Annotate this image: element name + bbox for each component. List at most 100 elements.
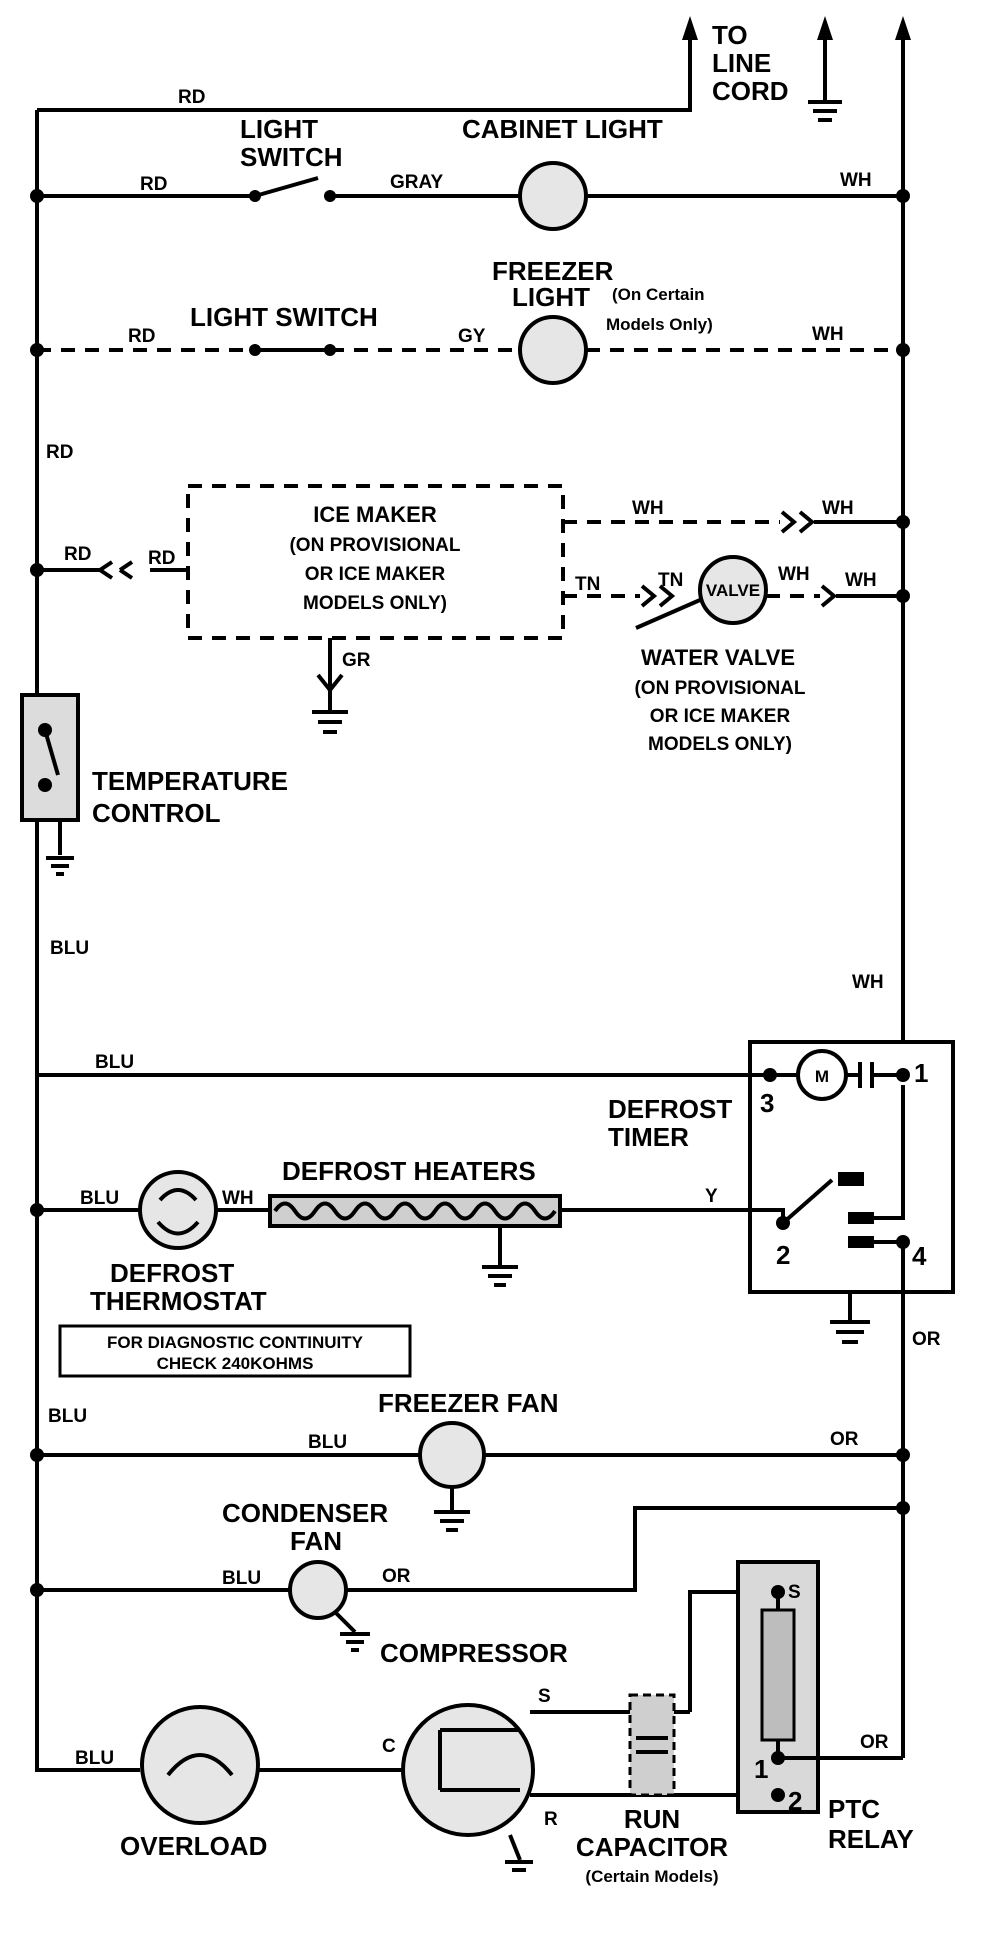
wire-label-wh-6: WH (845, 570, 877, 591)
timer-terminal-3: 3 (760, 1088, 774, 1118)
temperature-control-label-1: TEMPERATURE (92, 766, 288, 796)
wire-label-blu-7: BLU (75, 1748, 114, 1769)
timer-contact-a (838, 1172, 864, 1186)
wire-blu-overload (35, 1590, 140, 1772)
wire-label-gray: GRAY (390, 172, 443, 193)
wire-label-gy: GY (458, 326, 486, 347)
wire-label-blu-3: BLU (80, 1188, 119, 1209)
freezer-fan-label: FREEZER FAN (378, 1388, 559, 1418)
timer-contact-c (848, 1236, 874, 1248)
wire-label-or-4: OR (860, 1732, 889, 1753)
defrost-timer-label-2: TIMER (608, 1122, 689, 1152)
relay-terminal-s: S (788, 1582, 801, 1603)
water-valve-label-1: WATER VALVE (641, 645, 795, 670)
water-valve-label-2: (ON PROVISIONAL (634, 678, 805, 699)
light-switch-label-2: SWITCH (240, 142, 343, 172)
wire-label-or-3: OR (382, 1566, 411, 1587)
wire-label-wh-1: WH (840, 170, 872, 191)
freezer-light-icon (518, 315, 588, 385)
wire-rd-top (37, 30, 692, 112)
wire-label-or-1: OR (912, 1329, 941, 1350)
connector-rd-1 (98, 560, 114, 580)
line-cord-label-1: TO (712, 20, 748, 50)
compressor-ground-wire (508, 1834, 522, 1861)
freezer-fan-ground-icon (434, 1510, 470, 1532)
ice-maker-label-2: (ON PROVISIONAL (289, 535, 460, 556)
defrost-timer-label-1: DEFROST (608, 1094, 732, 1124)
wire-label-tn-1: TN (575, 574, 600, 595)
ice-maker-label-3: OR ICE MAKER (305, 564, 446, 585)
wire-label-wh-2: WH (812, 324, 844, 345)
wire-label-rd-4: RD (64, 544, 91, 565)
defrost-thermostat-label-1: DEFROST (110, 1258, 234, 1288)
diagnostic-note-line-1: FOR DIAGNOSTIC CONTINUITY (107, 1333, 364, 1352)
wire-label-rd-2: RD (128, 326, 155, 347)
line-cord-arrow-1 (682, 16, 698, 40)
timer-terminal-2: 2 (776, 1240, 790, 1270)
overload-label: OVERLOAD (120, 1831, 267, 1861)
temperature-control-contact (43, 729, 60, 776)
ice-maker-ground-icon (312, 710, 348, 734)
line-cord-arrow-3 (895, 16, 911, 40)
timer-ground-icon (830, 1320, 870, 1344)
temperature-control-label-2: CONTROL (92, 798, 221, 828)
connector-wh-1 (780, 510, 816, 534)
water-valve-symbol: VALVE (706, 581, 760, 600)
condenser-fan-ground-icon (340, 1632, 370, 1652)
water-valve-icon (698, 555, 768, 625)
run-capacitor-label-1: RUN (624, 1804, 680, 1834)
freezer-light-label-2: LIGHT (512, 282, 590, 312)
valve-coil-lead (635, 598, 701, 630)
overload-icon (140, 1705, 260, 1825)
compressor-icon (401, 1703, 535, 1837)
defrost-heaters-label: DEFROST HEATERS (282, 1156, 536, 1186)
compressor-label: COMPRESSOR (380, 1638, 568, 1668)
water-valve-label-4: MODELS ONLY) (648, 734, 792, 755)
defrost-thermostat-icon (138, 1170, 218, 1250)
temperature-control-ground-icon (46, 856, 74, 876)
defrost-heater-coil (273, 1201, 557, 1221)
ice-maker-label-1: ICE MAKER (313, 502, 437, 527)
compressor-terminal-c: C (382, 1736, 396, 1757)
timer-switch-blade (781, 1178, 834, 1225)
wire-label-rd-top: RD (178, 87, 205, 108)
run-capacitor-label-2: CAPACITOR (576, 1832, 728, 1862)
wire-or-condenser-fan (346, 1506, 903, 1592)
ice-maker-label-4: MODELS ONLY) (303, 593, 447, 614)
defrost-timer-box (748, 1040, 955, 1294)
connector-tn (640, 584, 676, 608)
wire-label-blu-2: BLU (95, 1052, 134, 1073)
wire-label-blu-6: BLU (222, 1568, 261, 1589)
compressor-terminal-r: R (544, 1809, 558, 1830)
light-switch-label-1: LIGHT (240, 114, 318, 144)
wire-label-blu-1: BLU (50, 938, 89, 959)
timer-terminal-1: 1 (914, 1058, 928, 1088)
light-switch-blade (254, 176, 319, 198)
run-capacitor-label-3: (Certain Models) (585, 1867, 718, 1886)
wire-label-wh-7: WH (852, 972, 884, 993)
wire-label-gr: GR (342, 650, 371, 671)
diagnostic-note-box (58, 1324, 412, 1378)
compressor-ground-icon (505, 1860, 533, 1872)
run-capacitor-plates (636, 1736, 668, 1754)
freezer-light-label-1: FREEZER (492, 256, 614, 286)
timer-contact-b (848, 1212, 874, 1224)
condenser-fan-label-1: CONDENSER (222, 1498, 388, 1528)
compressor-windings (438, 1728, 520, 1792)
wire-label-wh-4: WH (822, 498, 854, 519)
timer-internal-wire-1 (874, 1085, 905, 1220)
ptc-relay-label-1: PTC (828, 1794, 880, 1824)
freezer-light-note-2: Models Only) (606, 315, 713, 334)
connector-wh-2 (820, 584, 838, 608)
cabinet-light-label: CABINET LIGHT (462, 114, 663, 144)
wire-label-wh-8: WH (222, 1188, 254, 1209)
line-cord-arrow-2 (817, 16, 833, 40)
wire-label-y: Y (705, 1186, 718, 1207)
freezer-light-note-1: (On Certain (612, 285, 705, 304)
cabinet-light-icon (518, 161, 588, 231)
line-cord-label-3: CORD (712, 76, 789, 106)
line-cord-label-2: LINE (712, 48, 771, 78)
relay-terminal-1: 1 (754, 1754, 768, 1784)
wire-label-rd-3: RD (46, 442, 73, 463)
